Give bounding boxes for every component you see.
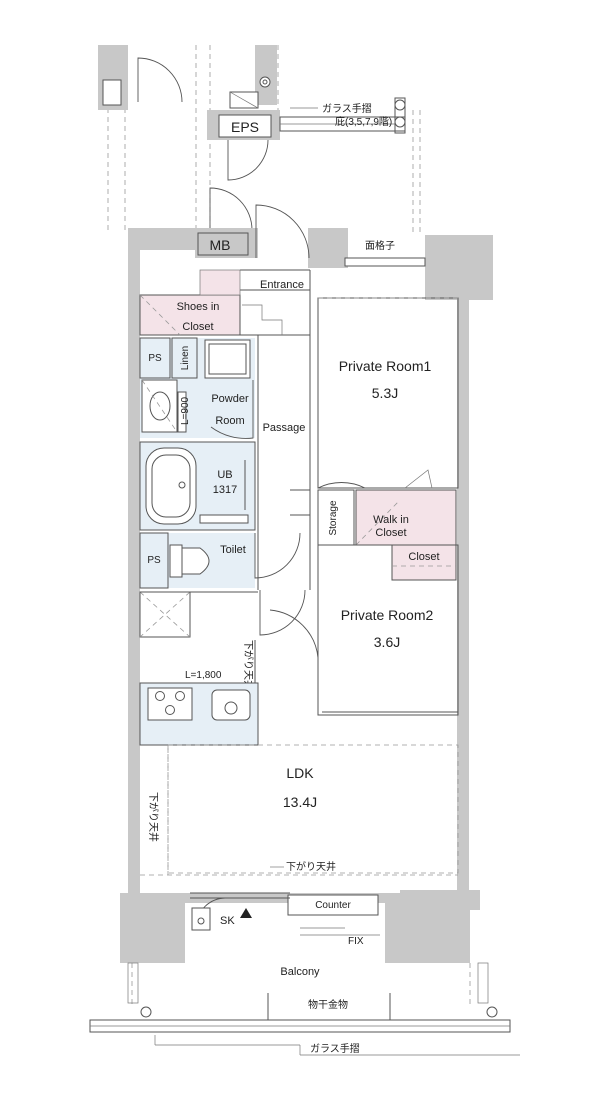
mb-label: MB xyxy=(210,237,231,253)
sk-label: SK xyxy=(220,915,235,927)
private-room1-name: Private Room1 xyxy=(339,358,432,374)
eps-label: EPS xyxy=(231,119,259,135)
private-room2-size: 3.6J xyxy=(374,634,400,650)
private-room2-name: Private Room2 xyxy=(341,607,434,623)
ldk-name: LDK xyxy=(286,765,314,781)
grille-label: 面格子 xyxy=(365,239,395,252)
private-room-1: Private Room1 5.3J xyxy=(317,297,459,489)
ldk-size: 13.4J xyxy=(283,794,317,810)
counter-label: Counter xyxy=(315,900,351,911)
walk-in-closet: Walk in Closet xyxy=(355,489,457,546)
corridor-area: EPS ガラス手摺 庇(3,5,7,9階) xyxy=(98,45,421,235)
closet: Closet xyxy=(391,544,457,581)
mb-closet: MB xyxy=(197,232,249,256)
window-grille: 面格子 xyxy=(344,239,426,267)
shoes-closet-label: Closet xyxy=(182,321,213,333)
closet-label: Closet xyxy=(408,551,439,563)
balcony: Balcony 物干金物 ガラス手摺 xyxy=(89,962,520,1056)
ldk: LDK 13.4J 下がり天井 下がり天井 xyxy=(140,744,459,876)
entrance-area: Entrance xyxy=(240,204,310,336)
kitchen: 下がり天井 L=1,800 xyxy=(139,591,259,746)
walkin-closet-label: Closet xyxy=(375,527,406,539)
service-sink: SK xyxy=(191,907,235,931)
eaves-label: 庇(3,5,7,9階) xyxy=(335,115,392,128)
l1800-label: L=1,800 xyxy=(185,670,222,681)
powder-room-label: Room xyxy=(215,415,244,427)
l900-label: L=900 xyxy=(180,396,191,425)
private-room1-size: 5.3J xyxy=(372,385,398,401)
lowered-ceiling-kitchen-label: 下がり天井 xyxy=(242,640,255,690)
entrance-label: Entrance xyxy=(260,279,304,291)
powder-room: PS Linen L=900 Powder Room xyxy=(139,337,255,439)
drying-hardware-label: 物干金物 xyxy=(308,998,348,1011)
storage: Storage xyxy=(317,489,355,546)
counter: Counter FIX xyxy=(287,894,380,947)
toilet-label: Toilet xyxy=(220,544,246,556)
fix-label: FIX xyxy=(348,936,364,947)
shoes-in-closet: Shoes in Closet xyxy=(139,269,241,336)
ub-label: UB xyxy=(217,469,232,481)
ub-size-label: 1317 xyxy=(213,484,237,496)
glass-railing-bottom-label: ガラス手摺 xyxy=(310,1042,360,1055)
walkin-label: Walk in xyxy=(373,514,409,526)
glass-railing-top-label: ガラス手摺 xyxy=(322,102,372,115)
linen-label: Linen xyxy=(180,346,191,370)
shoes-in-label: Shoes in xyxy=(177,301,220,313)
storage-label: Storage xyxy=(328,500,339,535)
unit-bath: UB 1317 xyxy=(139,441,256,531)
balcony-label: Balcony xyxy=(280,966,320,978)
private-room-2: Private Room2 3.6J xyxy=(269,544,459,716)
lowered-ceiling-bottom-label: 下がり天井 xyxy=(286,860,336,873)
toilet-room: PS Toilet xyxy=(139,532,301,589)
ps-1-label: PS xyxy=(148,353,162,364)
powder-label: Powder xyxy=(211,393,249,405)
passage: Passage xyxy=(257,270,311,636)
lowered-ceiling-left-label: 下がり天井 xyxy=(147,792,160,842)
ps-2-label: PS xyxy=(147,555,161,566)
passage-label: Passage xyxy=(263,422,306,434)
